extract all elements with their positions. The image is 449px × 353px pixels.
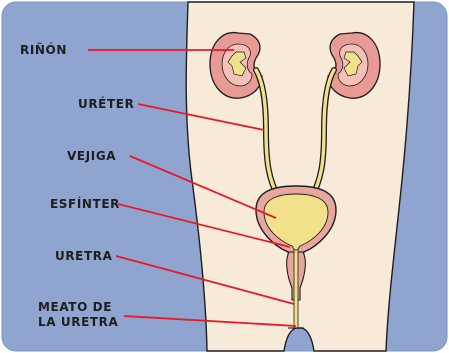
label-sphincter: ESFÍNTER [50,197,120,212]
label-ureter: URÉTER [78,97,134,112]
label-bladder: VEJIGA [67,149,116,164]
urethra [294,250,298,328]
label-meatus-line2: LA URETRA [38,315,128,330]
right-kidney [328,33,380,99]
left-kidney [210,33,262,99]
label-meatus-line1: MEATO DE [38,300,128,315]
label-meatus: MEATO DE LA URETRA [38,300,128,330]
label-kidney: RIÑÓN [20,43,67,58]
label-urethra: URETRA [55,249,113,264]
